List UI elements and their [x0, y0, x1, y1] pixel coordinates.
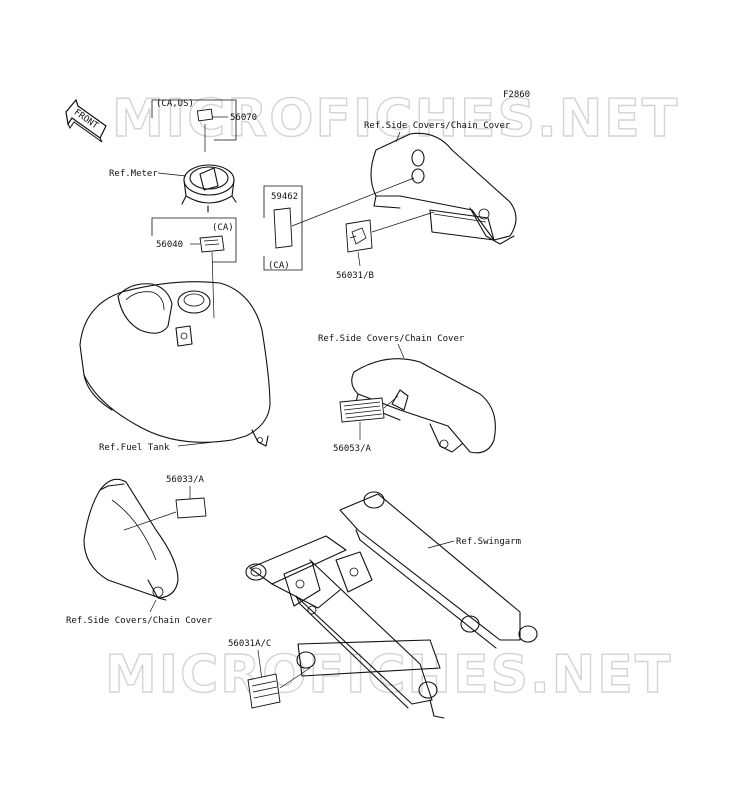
tank-sticker-group: (CA) 56040: [151, 217, 237, 319]
ref-side-covers-top-label: Ref.Side Covers/Chain Cover: [364, 121, 511, 131]
ref-fuel-tank-label: Ref.Fuel Tank: [99, 443, 170, 453]
diagram-code: F2860: [503, 90, 530, 100]
watermark-top: MICROFICHES.NET: [112, 89, 679, 149]
part-56031b: 56031/B: [336, 271, 374, 281]
label-56031b-group: 56031/B: [336, 211, 435, 281]
ref-side-covers-bottom-label: Ref.Side Covers/Chain Cover: [66, 616, 213, 626]
label-59462-group: 59462 (CA): [263, 177, 415, 271]
ref-meter-label: Ref.Meter: [109, 169, 158, 179]
tag-ca-1: (CA): [212, 223, 234, 233]
part-59462: 59462: [271, 192, 298, 202]
part-56040: 56040: [156, 240, 183, 250]
part-56033a: 56033/A: [166, 475, 205, 485]
fuel-tank: Ref.Fuel Tank: [79, 281, 271, 453]
sticker-59462: [273, 207, 293, 249]
bracket-56070: [151, 99, 237, 141]
side-cover-bottom-group: 56033/A Ref.Side Covers/Chain Cover: [66, 475, 213, 626]
sticker-56053a: [339, 397, 385, 423]
watermark-bottom: MICROFICHES.NET: [105, 645, 672, 705]
meter-group: (CA,US) 56070 Ref.Meter: [109, 99, 257, 213]
sticker-56033a: [175, 497, 207, 519]
part-56053a: 56053/A: [333, 444, 372, 454]
sticker-56070: [196, 108, 214, 122]
meter-body: [183, 164, 235, 196]
tag-ca-2: (CA): [268, 261, 290, 271]
front-arrow-icon: FRONT: [65, 98, 107, 143]
part-56070: 56070: [230, 113, 257, 123]
ref-side-covers-mid-label: Ref.Side Covers/Chain Cover: [318, 334, 465, 344]
label-56031ac-group: 56031A/C: [228, 639, 311, 709]
side-cover-mid-group: Ref.Side Covers/Chain Cover 56053/A: [318, 334, 496, 454]
sticker-56031b: [345, 219, 373, 253]
sticker-56040: [199, 235, 225, 253]
sticker-56031ac: [247, 673, 281, 709]
side-cover-top-group: Ref.Side Covers/Chain Cover: [364, 121, 517, 245]
part-56031ac: 56031A/C: [228, 639, 271, 649]
ref-swingarm-label: Ref.Swingarm: [456, 537, 521, 547]
swingarm: Ref.Swingarm: [245, 491, 538, 719]
tag-ca-us: (CA,US): [156, 99, 194, 109]
